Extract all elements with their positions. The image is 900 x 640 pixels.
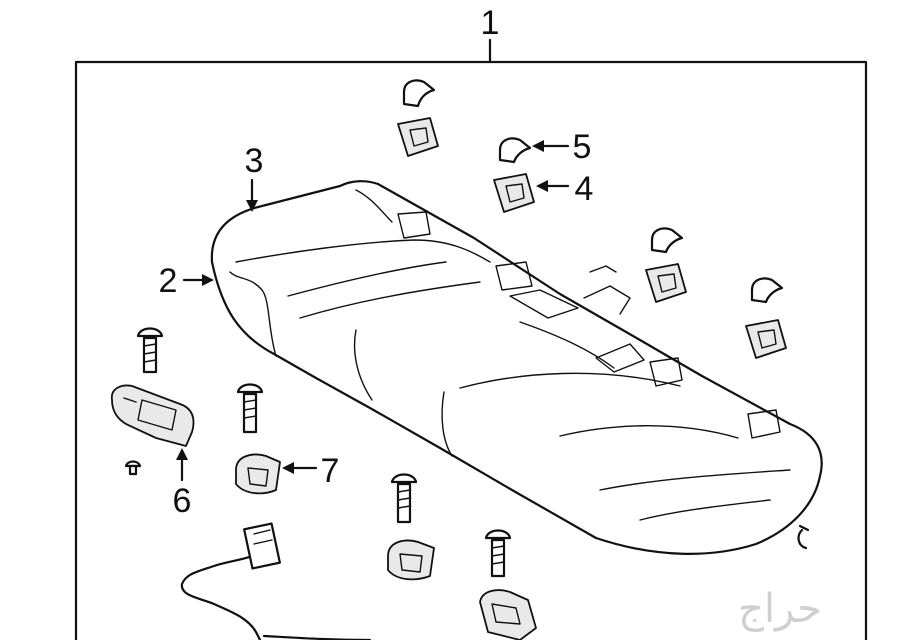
wire-harness <box>180 522 372 640</box>
callout-3: 3 <box>245 142 264 180</box>
bolt-set <box>124 327 512 578</box>
callout-6: 6 <box>173 482 192 520</box>
callout-4: 4 <box>575 170 594 208</box>
callout-5: 5 <box>573 128 592 166</box>
leader-lines <box>176 140 570 482</box>
callout-7: 7 <box>321 452 340 490</box>
seat-cushion <box>210 180 823 555</box>
seat-clips <box>235 453 537 640</box>
callout-1: 1 <box>481 4 500 42</box>
clip-set <box>397 79 810 550</box>
watermark-logo: حراج <box>738 586 822 633</box>
callout-2: 2 <box>159 262 178 300</box>
assembly-frame <box>74 38 868 640</box>
seat-bracket <box>110 384 195 447</box>
